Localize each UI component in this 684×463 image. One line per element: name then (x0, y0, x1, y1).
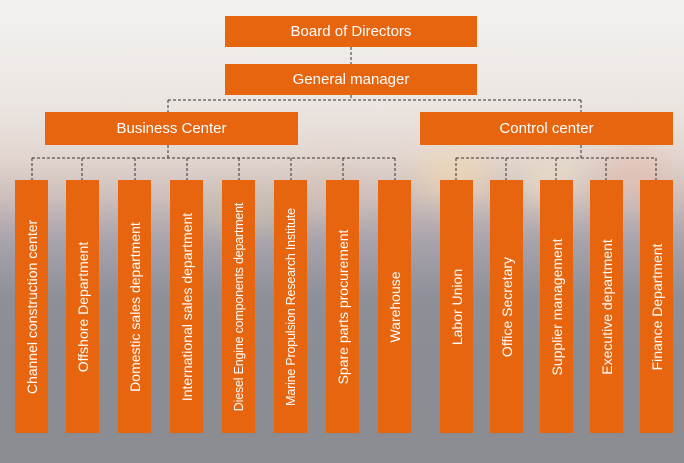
department-marine-propulsion-research-institute: Marine Propulsion Research Institute (274, 180, 307, 433)
department-international-sales: International sales department (170, 180, 203, 433)
general-manager-label: General manager (292, 71, 410, 88)
department-label: Spare parts procurement (334, 229, 351, 384)
board-of-directors-box: Board of Directors (225, 16, 477, 47)
department-finance: Finance Department (640, 180, 673, 433)
department-office-secretary: Office Secretary (490, 180, 523, 433)
business-center-label: Business Center (116, 120, 227, 137)
department-offshore: Offshore Department (66, 180, 99, 433)
department-channel-construction-center: Channel construction center (15, 180, 48, 433)
department-diesel-engine-components: Diesel Engine components department (222, 180, 255, 433)
department-labor-union: Labor Union (440, 180, 473, 433)
department-label: Office Secretary (498, 256, 515, 357)
control-center-box: Control center (420, 112, 673, 145)
department-label: Warehouse (386, 270, 403, 343)
department-executive: Executive department (590, 180, 623, 433)
department-spare-parts-procurement: Spare parts procurement (326, 180, 359, 433)
department-label: Offshore Department (74, 241, 91, 372)
department-label: Finance Department (648, 243, 665, 370)
department-label: International sales department (178, 212, 195, 401)
department-label: Domestic sales department (126, 221, 143, 392)
general-manager-box: General manager (225, 64, 477, 95)
department-warehouse: Warehouse (378, 180, 411, 433)
department-supplier-management: Supplier management (540, 180, 573, 433)
department-label: Executive department (598, 238, 615, 375)
control-center-label: Control center (499, 120, 594, 137)
business-center-box: Business Center (45, 112, 298, 145)
department-label: Labor Union (448, 268, 465, 345)
department-label: Marine Propulsion Research Institute (283, 207, 298, 406)
department-label: Supplier management (548, 238, 565, 375)
board-of-directors-label: Board of Directors (290, 23, 412, 40)
department-domestic-sales: Domestic sales department (118, 180, 151, 433)
department-label: Channel construction center (23, 219, 40, 394)
department-label: Diesel Engine components department (231, 202, 246, 411)
